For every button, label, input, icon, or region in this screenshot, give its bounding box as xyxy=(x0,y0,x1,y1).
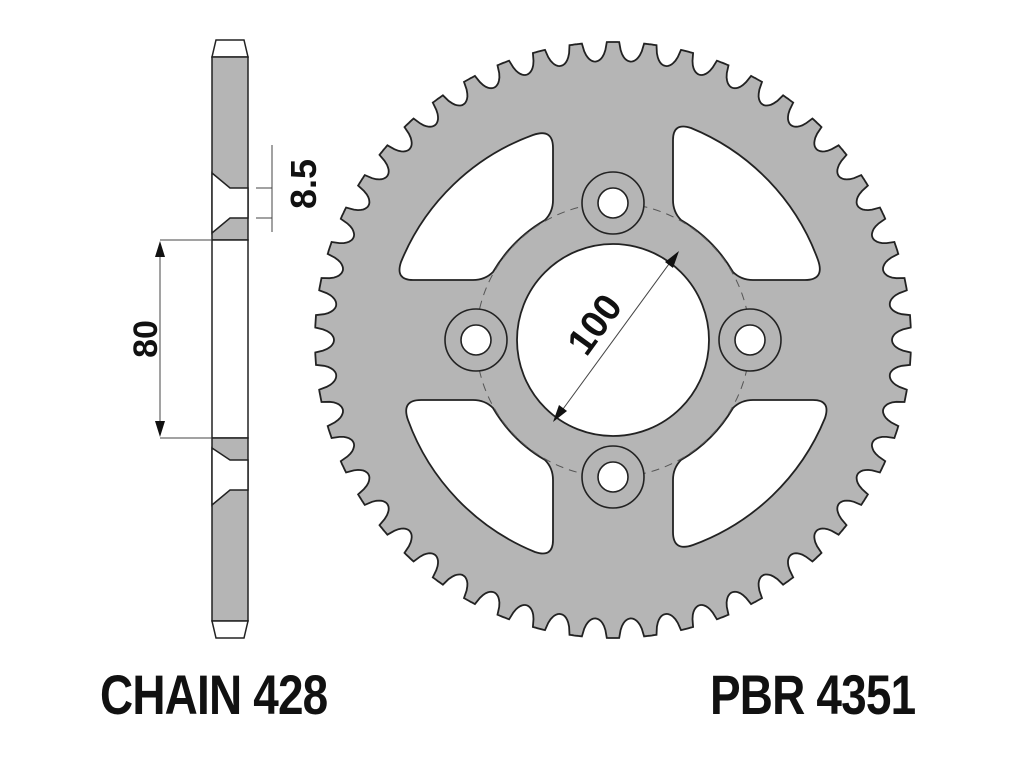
lightening-window xyxy=(672,399,828,548)
front-view: 100 xyxy=(314,41,912,639)
side-bottom-cap xyxy=(211,620,249,639)
chain-label: CHAIN 428 xyxy=(100,663,328,726)
side-hub-region xyxy=(211,239,249,439)
dimension-100-line xyxy=(554,252,678,421)
dimension-8-5-label: 8.5 xyxy=(283,159,324,209)
countersink-lower xyxy=(211,446,249,507)
dimension-8-5 xyxy=(256,145,273,232)
dimension-100-arrow-bottom xyxy=(553,405,567,422)
bolt-hole xyxy=(597,187,629,219)
side-view xyxy=(211,39,249,639)
lightening-window xyxy=(405,399,554,555)
bolt-hole xyxy=(597,461,629,493)
dimension-100-arrow-top xyxy=(665,251,679,268)
bolt-hole xyxy=(734,324,766,356)
bolt-hole xyxy=(460,324,492,356)
lightening-window xyxy=(672,125,821,281)
side-top-cap xyxy=(211,39,249,58)
countersink-upper xyxy=(211,171,249,235)
lightening-window xyxy=(398,132,554,281)
dimension-80 xyxy=(155,239,212,439)
part-number-label: PBR 4351 xyxy=(710,663,916,726)
dimension-80-label: 80 xyxy=(127,320,165,358)
